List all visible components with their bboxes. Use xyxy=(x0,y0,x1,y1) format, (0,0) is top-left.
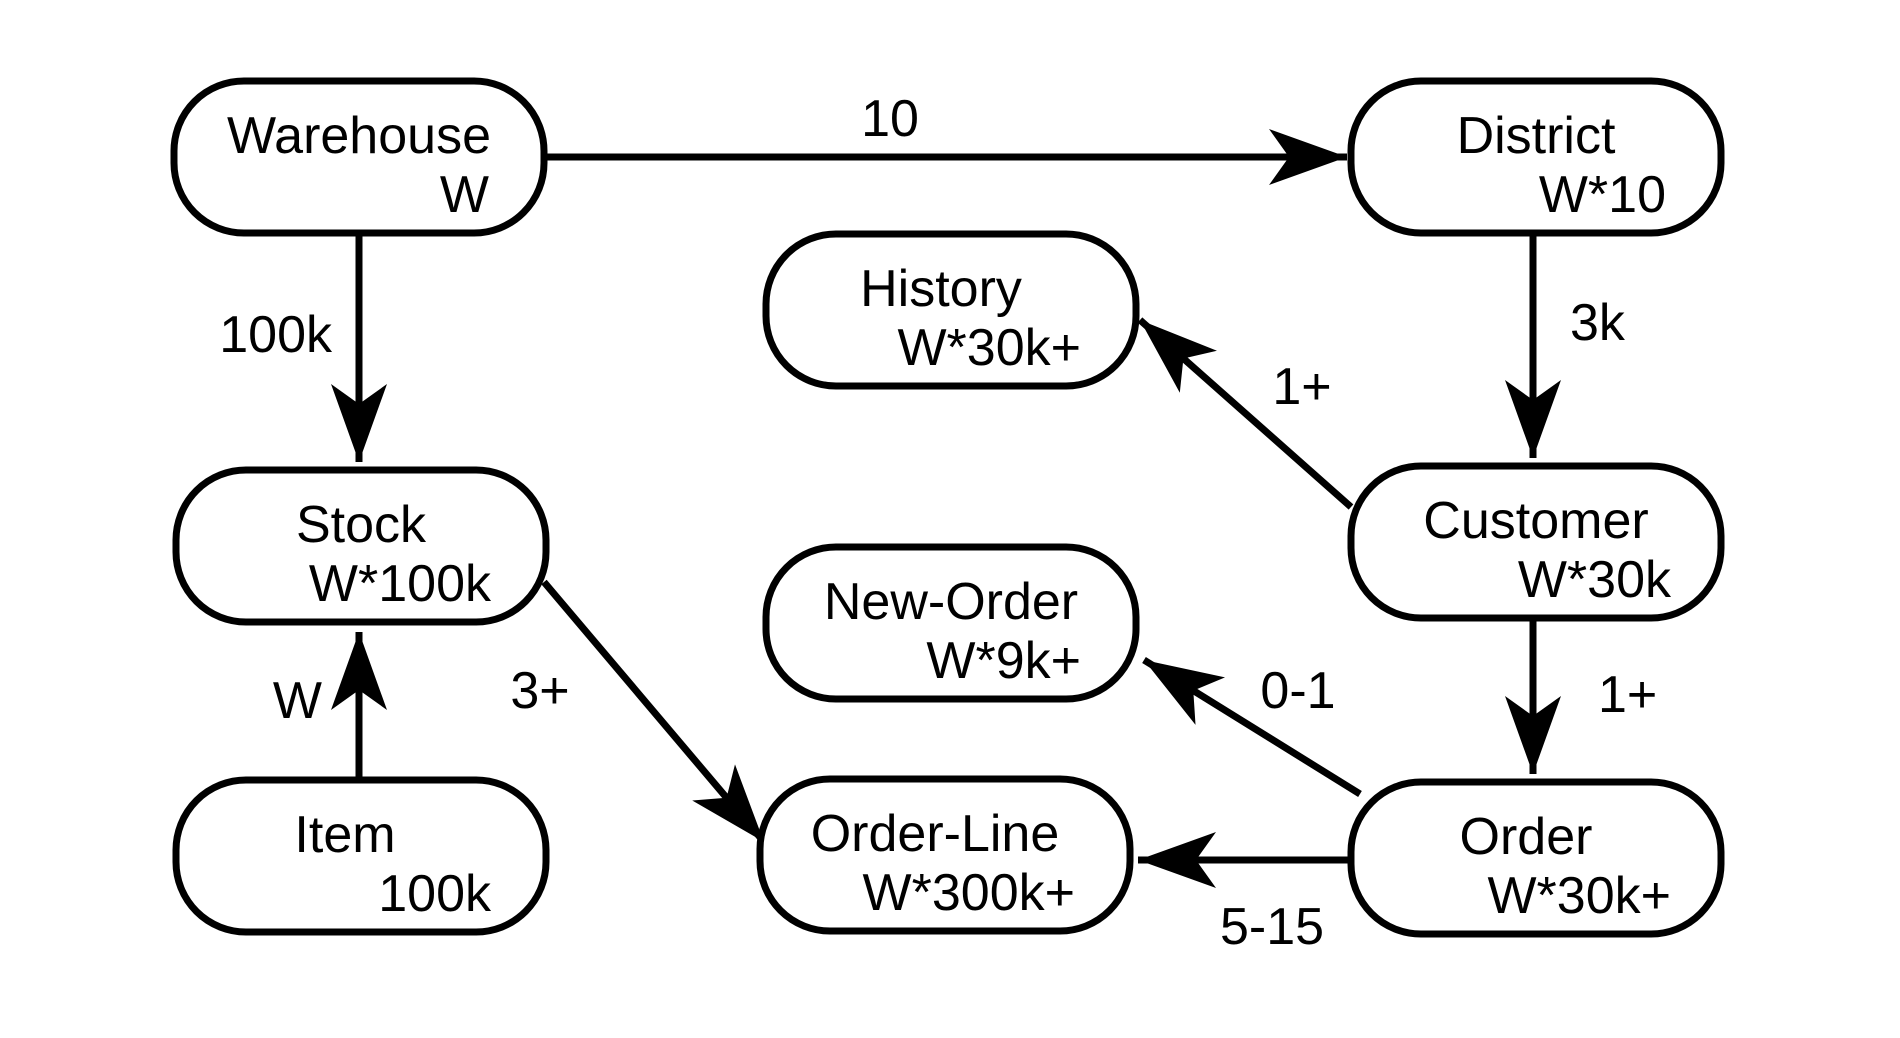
node-district-shape xyxy=(1347,77,1725,237)
node-stock-shape xyxy=(172,466,550,626)
node-item-shape xyxy=(172,776,550,936)
edge-warehouse-stock-label: 100k xyxy=(219,306,333,364)
node-item-cardinality-label: 100k xyxy=(378,865,492,923)
node-warehouse: Warehouse W xyxy=(170,77,548,237)
edge-district-customer-label: 3k xyxy=(1570,294,1626,352)
node-order-line-name-label: Order-Line xyxy=(811,805,1060,863)
node-customer: Customer W*30k xyxy=(1347,462,1725,622)
node-warehouse-cardinality-label: W xyxy=(440,166,489,224)
node-warehouse-name-label: Warehouse xyxy=(227,107,491,165)
node-stock-cardinality-label: W*100k xyxy=(309,555,492,613)
edge-customer-history-label: 1+ xyxy=(1272,358,1331,416)
node-customer-name-label: Customer xyxy=(1423,492,1648,550)
edge-item-stock: W xyxy=(273,632,387,780)
node-warehouse-shape xyxy=(170,77,548,237)
node-history: History W*30k+ xyxy=(762,230,1140,390)
edge-customer-order-label: 1+ xyxy=(1598,666,1657,724)
edge-stock-order-line: 3+ xyxy=(510,579,767,845)
edge-order-new-order: 0-1 xyxy=(1142,657,1362,797)
node-stock: Stock W*100k xyxy=(172,466,550,626)
node-item: Item 100k xyxy=(172,776,550,936)
node-new-order-shape xyxy=(762,543,1140,703)
node-order-shape xyxy=(1347,778,1725,938)
node-history-name-label: History xyxy=(860,260,1022,318)
node-district-name-label: District xyxy=(1457,107,1616,165)
node-new-order: New-Order W*9k+ xyxy=(762,543,1140,703)
edge-item-stock-label: W xyxy=(273,672,322,730)
edge-order-new-order-line xyxy=(1142,657,1362,797)
node-order-line: Order-Line W*300k+ xyxy=(756,775,1134,935)
node-order-line-cardinality-label: W*300k+ xyxy=(863,864,1075,922)
node-district: District W*10 xyxy=(1347,77,1725,237)
node-order-cardinality-label: W*30k+ xyxy=(1487,867,1671,925)
edge-order-order-line: 5-15 xyxy=(1138,832,1351,956)
node-order: Order W*30k+ xyxy=(1347,778,1725,938)
node-history-cardinality-label: W*30k+ xyxy=(897,319,1081,377)
edge-stock-order-line-label: 3+ xyxy=(510,662,569,720)
node-customer-shape xyxy=(1347,462,1725,622)
edge-order-new-order-label: 0-1 xyxy=(1260,662,1335,720)
edge-warehouse-district: 10 xyxy=(545,90,1347,185)
edge-stock-order-line-line xyxy=(541,579,767,845)
node-history-shape xyxy=(762,230,1140,390)
node-order-line-shape xyxy=(756,775,1134,935)
node-stock-name-label: Stock xyxy=(296,496,427,554)
edge-customer-history-line xyxy=(1137,317,1354,510)
edge-district-customer: 3k xyxy=(1505,233,1626,458)
node-district-cardinality-label: W*10 xyxy=(1539,166,1666,224)
edge-customer-history: 1+ xyxy=(1137,317,1354,510)
edge-warehouse-stock: 100k xyxy=(219,233,387,462)
edge-order-order-line-label: 5-15 xyxy=(1220,898,1324,956)
node-new-order-cardinality-label: W*9k+ xyxy=(926,632,1081,690)
node-customer-cardinality-label: W*30k xyxy=(1518,551,1672,609)
node-order-name-label: Order xyxy=(1460,808,1593,866)
node-item-name-label: Item xyxy=(294,806,395,864)
edge-customer-order: 1+ xyxy=(1505,618,1657,774)
edge-warehouse-district-label: 10 xyxy=(861,90,919,148)
node-new-order-name-label: New-Order xyxy=(824,573,1078,631)
